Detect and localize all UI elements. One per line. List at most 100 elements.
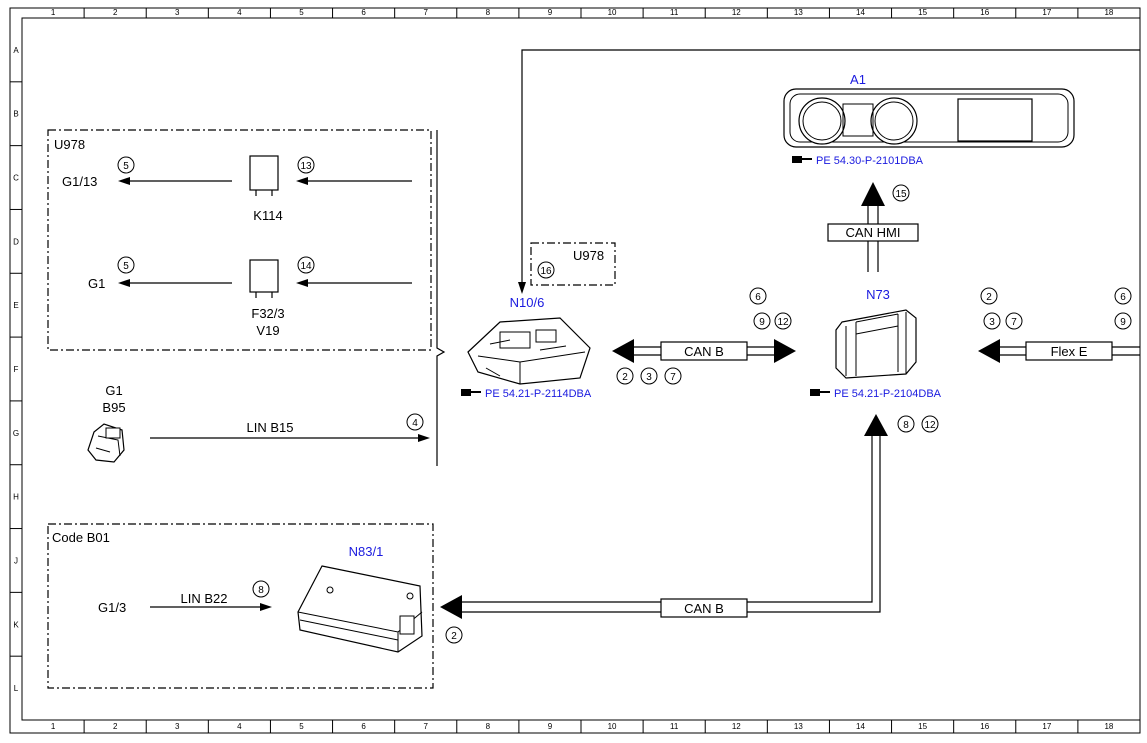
n73-name: N73: [866, 287, 890, 302]
g1-label: G1: [105, 383, 122, 398]
svg-text:3: 3: [646, 372, 652, 383]
circle-num: 8: [252, 580, 270, 598]
ref-icon: [792, 156, 812, 163]
svg-text:9: 9: [759, 317, 765, 328]
lin-b22-label: LIN B22: [181, 591, 228, 606]
circle-num: 4: [406, 413, 424, 431]
grid-col-label: 15: [918, 722, 927, 731]
circle-num: 7: [664, 367, 682, 385]
svg-text:8: 8: [903, 420, 909, 431]
instrument-cluster-a1-icon: [783, 88, 1075, 148]
code-b01-title: Code B01: [52, 530, 110, 545]
svg-text:14: 14: [300, 261, 312, 272]
sensor-b95-icon: [87, 423, 125, 463]
grid-col-label: 2: [113, 722, 118, 731]
n73-ref: PE 54.21-P-2104DBA: [834, 388, 942, 400]
grid-col-label: 14: [856, 8, 865, 17]
svg-text:16: 16: [540, 266, 552, 277]
arrowhead: [418, 434, 430, 442]
u978-small-box: [530, 242, 616, 286]
grid-col-label: 9: [548, 8, 553, 17]
arrowhead: [118, 279, 130, 287]
grid-col-label: 1: [51, 722, 56, 731]
grid-col-label: 1: [51, 8, 56, 17]
grid-col-label: 14: [856, 722, 865, 731]
svg-text:7: 7: [670, 372, 676, 383]
svg-text:6: 6: [755, 292, 761, 303]
grid-col-label: 16: [980, 722, 989, 731]
circle-num: 7: [1005, 312, 1023, 330]
grid-col-label: 11: [670, 722, 679, 731]
grid-row-label: L: [14, 684, 19, 693]
svg-text:13: 13: [300, 161, 312, 172]
circle-num: 5: [117, 256, 135, 274]
grid-col-label: 17: [1042, 8, 1051, 17]
arrowhead: [296, 177, 308, 185]
code-b01-box: [47, 523, 434, 689]
circle-num: 2: [445, 626, 463, 644]
can-b-bottom-bus: [440, 414, 888, 619]
n10-6-ref: PE 54.21-P-2114DBA: [485, 388, 592, 400]
svg-text:6: 6: [1120, 292, 1126, 303]
circle-num: 6: [1114, 287, 1132, 305]
can-hmi-bus: [827, 182, 919, 272]
n10-6-name: N10/6: [510, 295, 545, 310]
target-g1: G1: [88, 276, 105, 291]
u978-small-label: U978: [573, 248, 604, 263]
circle-num: 3: [983, 312, 1001, 330]
module-n83-1-icon: [297, 565, 423, 653]
grid-row-label: K: [13, 620, 19, 629]
grid-row-label: F: [14, 365, 19, 374]
svg-text:3: 3: [989, 317, 995, 328]
flex-e-bus: [978, 339, 1140, 363]
grid-col-label: 12: [732, 8, 741, 17]
grid-row-label: A: [13, 46, 19, 55]
svg-text:12: 12: [777, 317, 789, 328]
grid-col-label: 13: [794, 722, 803, 731]
grid-col-label: 10: [608, 722, 617, 731]
n83-1-name: N83/1: [349, 544, 384, 559]
grid-col-label: 16: [980, 8, 989, 17]
circle-num: 3: [640, 367, 658, 385]
component-k114: K114: [253, 208, 282, 223]
arrowhead: [296, 279, 308, 287]
circle-num: 9: [753, 312, 771, 330]
svg-text:15: 15: [895, 189, 907, 200]
svg-text:2: 2: [622, 372, 628, 383]
grid-col-label: 12: [732, 722, 741, 731]
grid-col-label: 4: [237, 722, 242, 731]
svg-text:12: 12: [924, 420, 936, 431]
circle-num: 12: [921, 415, 939, 433]
grid-col-label: 8: [486, 722, 491, 731]
grid-col-label: 4: [237, 8, 242, 17]
circle-num: 2: [980, 287, 998, 305]
a1-ref: PE 54.30-P-2101DBA: [816, 155, 924, 167]
svg-text:7: 7: [1011, 317, 1017, 328]
grid-col-label: 5: [299, 722, 304, 731]
grid-col-label: 5: [299, 8, 304, 17]
grid-row-label: D: [13, 237, 19, 246]
svg-text:4: 4: [412, 418, 418, 429]
grid-col-label: 9: [548, 722, 553, 731]
circle-num: 12: [774, 312, 792, 330]
can-hmi-label: CAN HMI: [846, 225, 901, 240]
group-brace: [436, 130, 446, 466]
grid-col-label: 18: [1104, 722, 1113, 731]
grid-row-label: J: [14, 556, 18, 565]
ref-icon: [461, 389, 481, 396]
grid-col-label: 15: [918, 8, 927, 17]
grid-col-label: 18: [1104, 8, 1113, 17]
top-feedback-line: [521, 49, 1140, 285]
circle-num: 15: [892, 184, 910, 202]
grid-row-label: E: [13, 301, 18, 310]
b95-label: B95: [102, 400, 125, 415]
grid-row-label: H: [13, 493, 19, 502]
circle-num: 8: [897, 415, 915, 433]
grid-col-label: 11: [670, 8, 679, 17]
grid-col-label: 3: [175, 722, 180, 731]
svg-text:2: 2: [451, 631, 457, 642]
grid-col-label: 10: [608, 8, 617, 17]
can-b-bottom-label: CAN B: [684, 601, 724, 616]
grid-col-label: 7: [423, 8, 428, 17]
